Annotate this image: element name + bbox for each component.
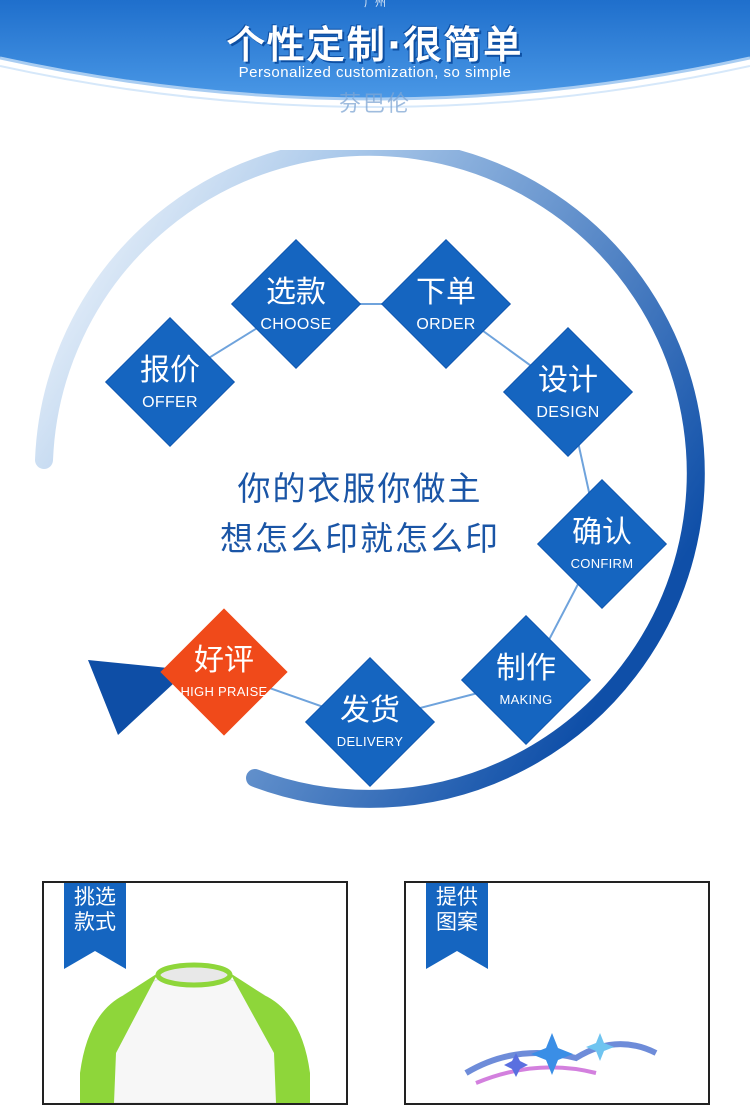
slogan-line-2: 想怎么印就怎么印 <box>220 519 500 558</box>
step-high-praise: 好评 HIGH PRAISE <box>160 608 288 736</box>
step-choose: 选款 CHOOSE <box>232 240 360 368</box>
card-choose-style: 挑选 款式 <box>42 881 348 1105</box>
step-making: 制作 MAKING <box>462 616 590 744</box>
step-delivery: 发货 DELIVERY <box>306 658 434 786</box>
slogan-line-1: 你的衣服你做主 <box>237 469 483 508</box>
card-tag: 提供 图案 <box>426 883 488 969</box>
card-provide-pattern: 提供 图案 <box>404 881 710 1105</box>
brand-watermark: 芬巴伦 <box>338 92 411 117</box>
step-confirm: 确认 CONFIRM <box>538 480 666 608</box>
watermark-city: 广州 <box>364 0 386 9</box>
page-subtitle: Personalized customization, so simple <box>238 64 512 81</box>
step-design: 设计 DESIGN <box>504 328 632 456</box>
step-order: 下单 ORDER <box>382 240 510 368</box>
circular-arrow <box>35 150 705 808</box>
page-title: 个性定制·很简单 <box>226 23 524 67</box>
process-flow: 报价 OFFER 选款 CHOOSE 下单 ORDER 设计 DESIGN 确认… <box>0 150 750 870</box>
header-banner: 广州 个性定制·很简单 Personalized customization, … <box>0 0 750 130</box>
arrow-head-icon <box>88 660 188 735</box>
banner-background <box>0 0 750 108</box>
step-offer: 报价 OFFER <box>106 318 234 446</box>
pattern-artwork-image <box>464 1033 658 1085</box>
card-tag: 挑选 款式 <box>64 883 126 969</box>
raglan-tshirt-image <box>80 962 310 1103</box>
